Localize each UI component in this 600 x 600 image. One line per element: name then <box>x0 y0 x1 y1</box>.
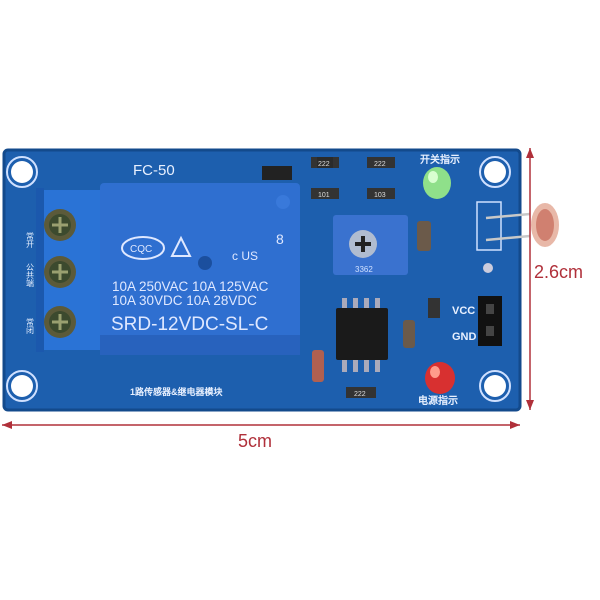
relay-model: SRD-12VDC-SL-C <box>111 314 268 335</box>
width-dimension: 5cm <box>2 421 520 451</box>
relay-cert-number: 8 <box>276 231 284 247</box>
resistor-code: 222 <box>318 161 330 168</box>
power-indicator-led <box>425 362 455 394</box>
smd-resistors: 222 222 101 103 222 <box>262 157 440 398</box>
gnd-label: GND <box>452 331 477 343</box>
photoresistor <box>476 201 559 273</box>
relay-rating-ac: 10A 250VAC 10A 125VAC <box>112 279 269 294</box>
vcc-label: VCC <box>452 305 475 317</box>
switch-indicator-led <box>423 167 451 199</box>
mounting-hole <box>6 156 511 402</box>
pin-header <box>478 296 502 346</box>
relay-cert-cqc: CQC <box>130 244 152 255</box>
board-model: FC-50 <box>133 162 175 179</box>
terminal-label-com: 公共端 <box>26 263 35 288</box>
resistor-code: 103 <box>374 192 386 199</box>
resistor-code: 222 <box>374 161 386 168</box>
relay-rating-dc: 10A 30VDC 10A 28VDC <box>112 293 257 308</box>
relay-cert-ul: c US <box>232 249 258 263</box>
height-dimension: 2.6cm <box>526 148 583 410</box>
screw-terminal-block: 常开 公共端 常闭 <box>26 188 100 352</box>
terminal-label-no: 常开 <box>26 232 35 249</box>
potentiometer-code: 3362 <box>355 265 373 274</box>
potentiometer: 3362 <box>333 215 408 275</box>
module-label: 1路传感器&继电器模块 <box>130 386 224 397</box>
screw-icon <box>44 209 76 338</box>
power-indicator-label: 电源指示 <box>418 394 458 407</box>
width-label: 5cm <box>238 431 272 451</box>
terminal-label-nc: 常闭 <box>26 318 35 335</box>
warning-triangle-icon <box>170 235 192 257</box>
height-label: 2.6cm <box>534 262 583 282</box>
resistor-code: 101 <box>318 192 330 199</box>
switch-indicator-label: 开关指示 <box>420 153 460 166</box>
comparator-ic <box>336 298 388 372</box>
relay: CQC c US 8 10A 250VAC 10A 125VAC 10A 30V… <box>100 183 300 355</box>
resistor-code: 222 <box>354 391 366 398</box>
